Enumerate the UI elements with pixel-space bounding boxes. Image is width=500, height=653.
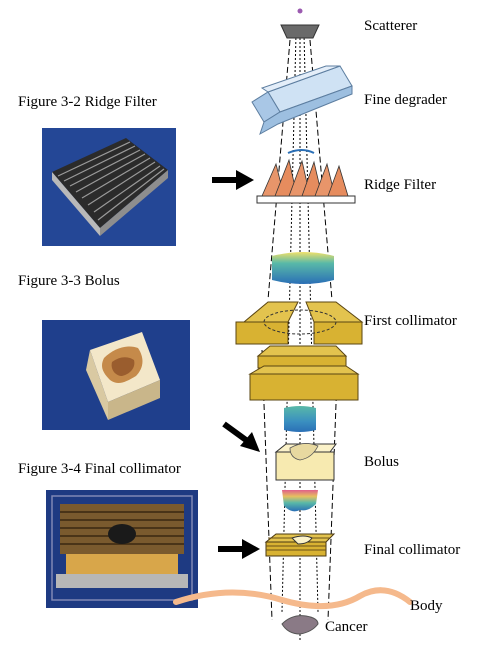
beam-band-upper	[284, 406, 316, 432]
fine-degrader-shape	[251, 65, 353, 136]
label-fine-degrader: Fine degrader	[364, 92, 447, 108]
figure-caption-final-collimator: Figure 3-4 Final collimator	[18, 461, 181, 477]
label-final-collimator: Final collimator	[364, 542, 461, 558]
cancer-shape	[281, 615, 319, 635]
beam-band-lower	[282, 490, 318, 512]
arrow-ridge-filter-icon	[212, 170, 254, 190]
ridge-filter-shape	[256, 158, 356, 204]
figure-caption-bolus: Figure 3-3 Bolus	[18, 273, 120, 289]
bolus-shape	[274, 443, 337, 481]
first-collimator-shape	[235, 301, 364, 401]
label-bolus: Bolus	[364, 454, 400, 470]
label-first-collimator: First collimator	[364, 313, 457, 329]
final-collimator-photo	[46, 490, 198, 608]
source-dot	[297, 8, 303, 14]
arrow-bolus-icon	[222, 421, 260, 452]
figure-caption-ridge-filter: Figure 3-2 Ridge Filter	[18, 94, 157, 110]
final-collimator-shape	[264, 533, 336, 557]
scatterer-shape	[280, 24, 320, 39]
ridge-filter-photo	[42, 128, 176, 246]
label-ridge-filter: Ridge Filter	[364, 177, 437, 193]
label-cancer: Cancer	[325, 619, 368, 635]
label-body: Body	[410, 598, 443, 614]
label-scatterer: Scatterer	[364, 18, 418, 34]
beam-profile-arc	[287, 149, 315, 154]
spread-beam-band	[272, 252, 334, 284]
body-surface	[173, 587, 413, 610]
bolus-photo	[42, 320, 190, 430]
arrow-final-collimator-icon	[218, 539, 260, 559]
